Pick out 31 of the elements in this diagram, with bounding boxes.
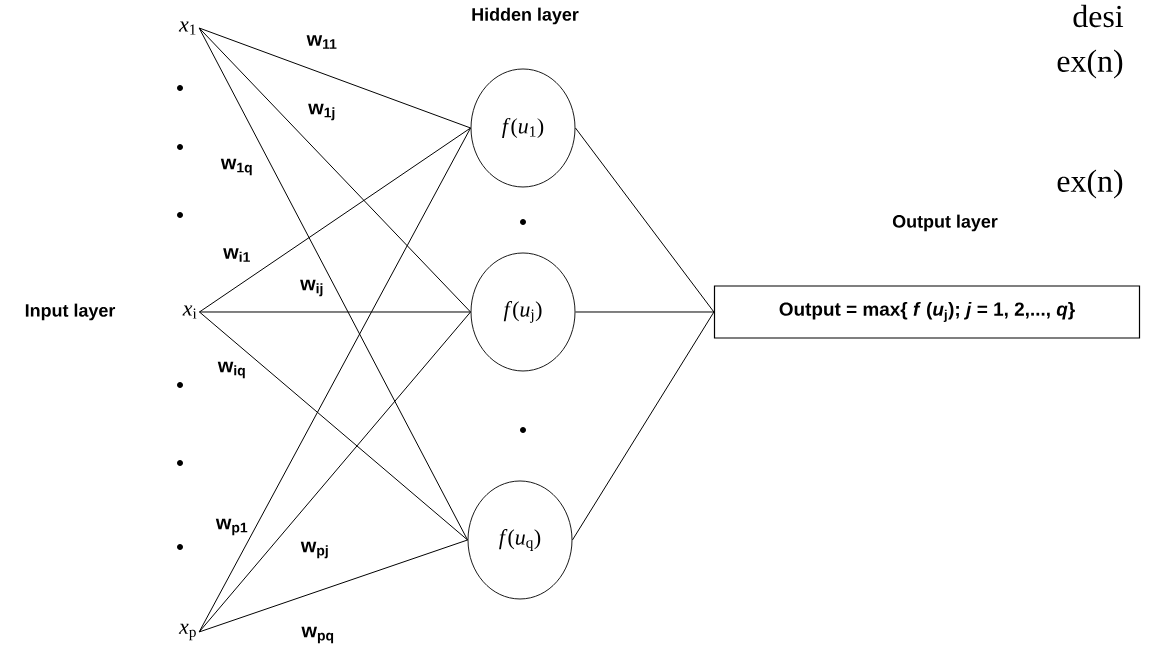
weight-label: w$_{iq}$	[216, 360, 248, 380]
text-fragment: desi	[1073, 4, 1124, 28]
connection-line	[574, 311, 715, 313]
connection-line	[198, 27, 469, 541]
connection-line	[574, 127, 715, 313]
weight-label: w$_{p1}$	[214, 517, 250, 537]
weight-label: w$_{pj}$	[299, 540, 331, 560]
text-fragment: ex(n)	[1057, 49, 1123, 79]
weight-label: w$_{1j}$	[307, 102, 337, 122]
connection-line	[198, 127, 472, 313]
connection-line	[198, 27, 472, 313]
connection-line	[198, 127, 472, 633]
output-box: Output = max{ f (u$_{j}$); j = 1, 2,..., q}	[713, 285, 1141, 339]
layer-label: Hidden layer	[472, 7, 579, 25]
weight-label: w$_{i1}$	[222, 247, 252, 263]
connection-line	[198, 539, 469, 633]
weight-label: w$_{ij}$	[299, 278, 325, 298]
input-variable: x$_{i}$	[182, 305, 197, 319]
text-fragment: ex(n)	[1057, 169, 1123, 199]
weight-label: w$_{1q}$	[219, 157, 255, 177]
weight-label: w$_{11}$	[305, 34, 339, 50]
layer-label: Input layer	[25, 303, 116, 321]
connection-line	[198, 27, 472, 129]
weight-label: w$_{pq}$	[300, 625, 336, 645]
connection-line	[198, 311, 472, 633]
connection-line	[571, 311, 715, 541]
layer-label: Output layer	[892, 214, 998, 232]
input-variable: x$_{1}$	[178, 21, 196, 35]
connection-line	[198, 311, 472, 313]
input-variable: x$_{p}$	[178, 623, 196, 641]
connection-line	[198, 311, 469, 541]
